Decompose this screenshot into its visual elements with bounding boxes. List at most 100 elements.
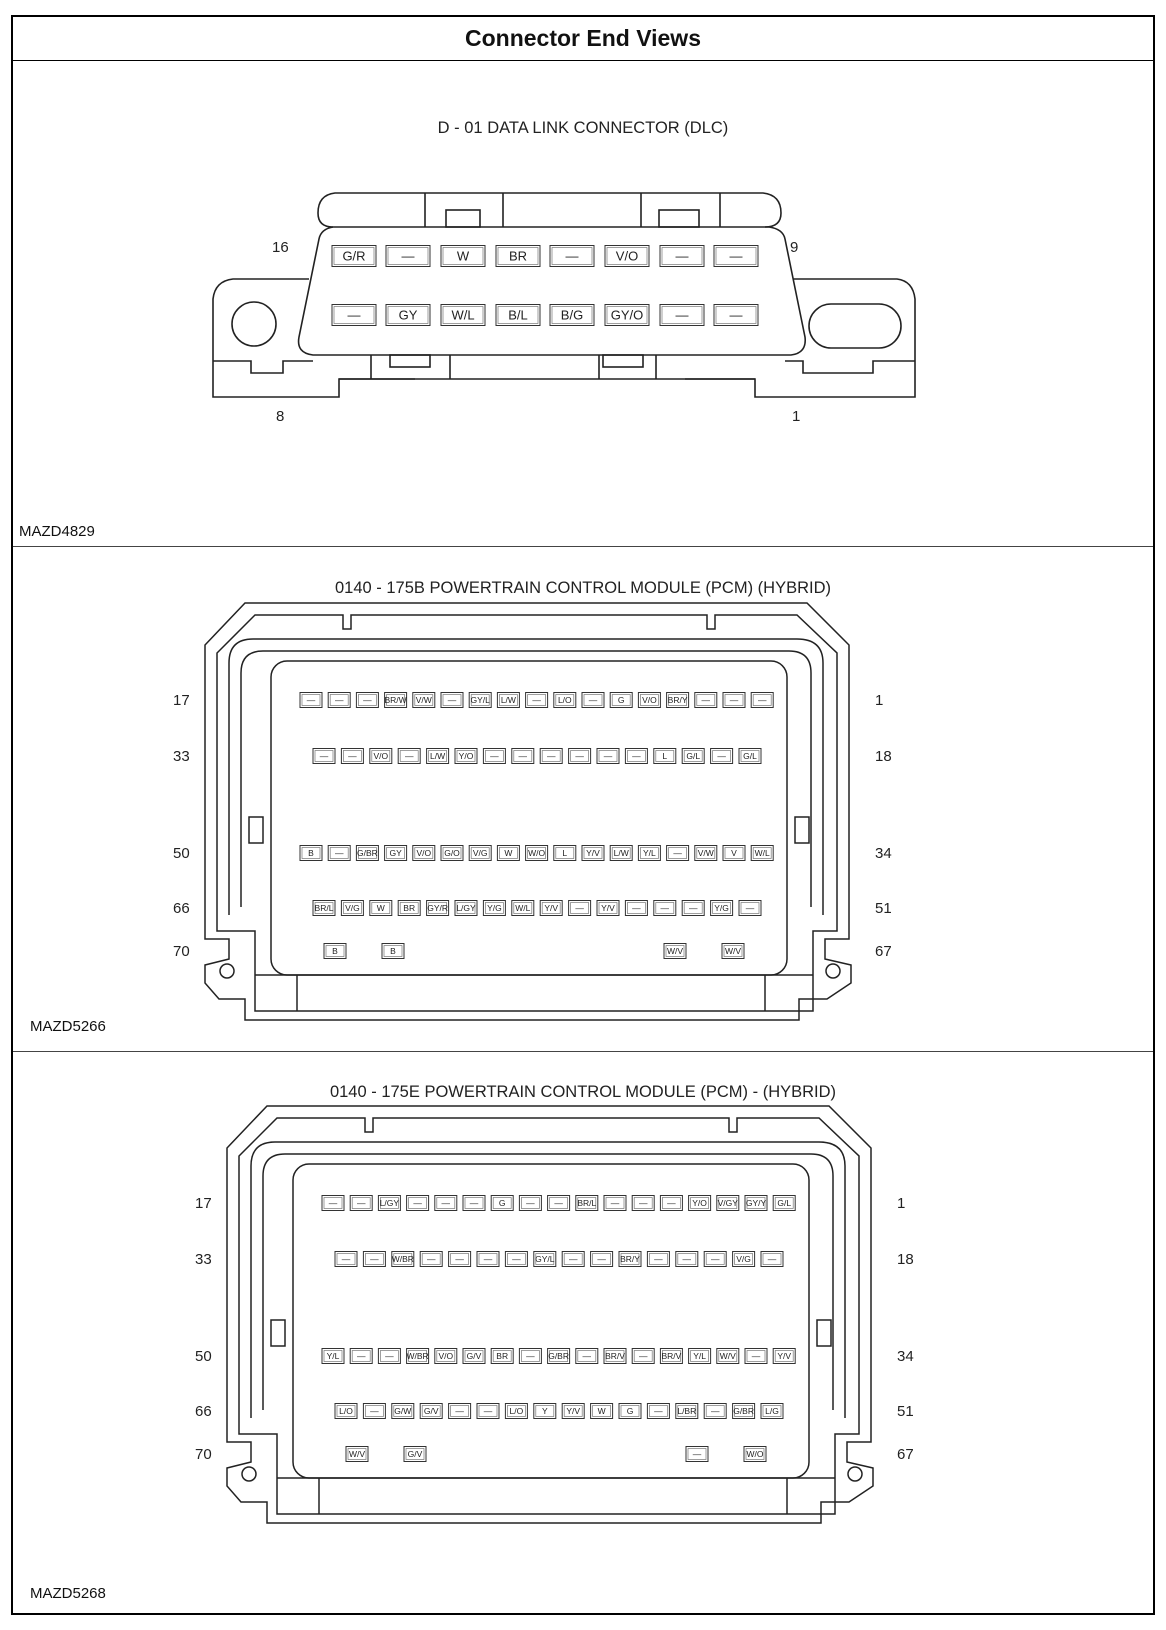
pcm-shroud (250, 1141, 846, 1418)
pcm-side-latch (794, 816, 810, 844)
pin-cavity (518, 1348, 542, 1364)
pin-cavity (476, 1251, 500, 1267)
pin-cavity-inner (577, 1350, 597, 1362)
pin-cavity (575, 1348, 599, 1364)
dlc-left-flange (212, 278, 415, 398)
pin-wire-color: Y/V (777, 1351, 791, 1361)
pin-wire-color: V/O (616, 249, 638, 264)
pin-cavity-inner (668, 694, 687, 706)
pin-cavity (732, 1251, 756, 1267)
pin-cavity-inner (740, 750, 760, 762)
pin-cavity-inner (436, 1350, 456, 1362)
pin-cavity (511, 748, 535, 764)
pin-cavity (675, 1403, 699, 1419)
pin-cavity (397, 748, 421, 764)
pin-wire-color: — (554, 1198, 563, 1208)
pin-wire-color: Y/L (643, 848, 656, 858)
pin-cavity (426, 900, 450, 916)
pin-cavity (722, 845, 746, 861)
pin-cavity (703, 1403, 727, 1419)
pin-cavity (688, 1195, 712, 1211)
pin-cavity (448, 1403, 472, 1419)
pin-cavity (334, 1251, 358, 1267)
pin-cavity (760, 1403, 784, 1419)
pin-cavity (511, 900, 535, 916)
pin-cavity (653, 900, 677, 916)
pin-cavity-inner (724, 694, 744, 706)
pin-cavity-inner (492, 1350, 512, 1362)
pin-cavity (349, 1348, 373, 1364)
pin-wire-color: — (683, 1254, 692, 1264)
pin-cavity-inner (499, 694, 518, 706)
pin-cavity (685, 1446, 709, 1462)
pin-cavity-inner (696, 694, 716, 706)
pin-cavity (419, 1251, 443, 1267)
pin-cavity-inner (478, 1405, 498, 1417)
pin-cavity-inner (464, 1197, 484, 1209)
pin-cavity-inner (408, 1350, 427, 1362)
pin-cavity-inner (470, 694, 490, 706)
pin-cavity-inner (746, 1197, 766, 1209)
pin-cavity (609, 845, 633, 861)
pin-wire-color: L/GY (456, 903, 476, 913)
pin-cavity (334, 1403, 358, 1419)
pin-wire-color: — (348, 308, 361, 323)
pin-cavity-inner (414, 847, 434, 859)
pin-cavity (710, 900, 734, 916)
dlc-pin-9-label: 9 (790, 239, 799, 256)
pin-wire-color: V/G (473, 848, 488, 858)
pin-wire-color: — (758, 695, 767, 705)
pin-cavity (675, 1251, 699, 1267)
pin-cavity (321, 1195, 345, 1211)
pin-wire-color: Y/G (714, 903, 729, 913)
pin-cavity-inner (661, 306, 703, 324)
pin-wire-color: — (329, 1198, 338, 1208)
pin-wire-color: V/O (642, 695, 657, 705)
pin-cavity (495, 245, 541, 267)
pin-cavity-inner (605, 1197, 625, 1209)
pin-cavity (340, 900, 364, 916)
pin-wire-color: GY/R (427, 903, 448, 913)
pin-cavity-inner (521, 1197, 540, 1209)
pin-cavity-inner (555, 694, 575, 706)
pin-cavity (496, 845, 520, 861)
pin-cavity (525, 845, 549, 861)
pin-cavity (659, 304, 705, 326)
pin-wire-color: GY/L (535, 1254, 555, 1264)
pin-cavity (637, 845, 661, 861)
pin-wire-color: G/W (394, 1406, 411, 1416)
pin-cavity-inner (665, 945, 685, 957)
pin-wire-color: — (693, 1449, 702, 1459)
pin-cavity-inner (774, 1197, 794, 1209)
pin-cavity (504, 1403, 528, 1419)
figure-id-dlc: MAZD4829 (19, 523, 95, 540)
pin-wire-color: GY (389, 848, 402, 858)
pin-cavity-inner (380, 1350, 399, 1362)
pin-cavity (716, 1348, 740, 1364)
pin-cavity-inner (718, 1350, 738, 1362)
pin-cavity (468, 692, 492, 708)
pin-wire-color: — (307, 695, 316, 705)
pin-cavity (596, 748, 620, 764)
pin-cavity (722, 692, 746, 708)
pin-cavity (331, 304, 377, 326)
pin-cavity-inner (464, 1350, 484, 1362)
pin-cavity-inner (541, 902, 561, 914)
row-start-pin-number: 33 (195, 1251, 212, 1268)
figure-id-pcm-175b: MAZD5266 (30, 1018, 106, 1035)
pin-cavity (377, 1195, 401, 1211)
pin-cavity-inner (380, 1197, 399, 1209)
pin-wire-color: — (526, 1351, 535, 1361)
pin-cavity (624, 900, 648, 916)
pin-wire-color: V/O (416, 848, 431, 858)
pin-cavity (362, 1251, 386, 1267)
pin-cavity-inner (442, 247, 484, 265)
pin-cavity-inner (450, 1405, 469, 1417)
pin-cavity-inner (405, 1448, 425, 1460)
pin-wire-color: BR/L (315, 903, 334, 913)
row-end-pin-number: 18 (897, 1251, 914, 1268)
pin-wire-color: — (654, 1406, 663, 1416)
pin-cavity-inner (408, 1197, 427, 1209)
pin-cavity (646, 1251, 670, 1267)
row-start-pin-number: 50 (173, 845, 190, 862)
